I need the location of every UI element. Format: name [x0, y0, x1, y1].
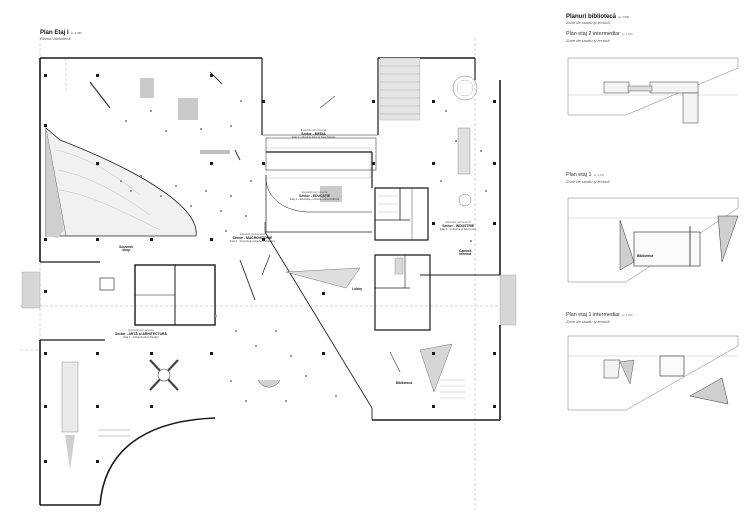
room-educatie-l2: Sector - EDUCAȚIE: [299, 193, 331, 198]
side-plan-3-scale: sc. 1:500: [621, 314, 633, 317]
room-industrie-l2: Sector - INDUSTRIE: [442, 223, 475, 228]
plan-title-text: Plan Etaj I: [40, 30, 69, 36]
room-industrie-l3: Etaj 1 - Industrie și Economie: [440, 227, 477, 231]
room-macro-l2: Sector - MACROISTORIE: [232, 235, 273, 240]
side-plan-3-subtitle: Zone de studiu și lectură: [566, 319, 610, 324]
room-macroistorie: Expoziție permanentă Sector - MACROISTOR…: [230, 233, 275, 243]
label-souvenir-l1: Souvenir: [119, 245, 134, 249]
room-media-l1: Expoziție permanentă: [300, 129, 326, 132]
side-plan-2-scale: sc. 1:500: [593, 174, 605, 177]
label-camera-l2: tehnică: [459, 252, 472, 257]
label-souvenir: Souvenir shop: [119, 245, 134, 253]
room-industrie: Expoziție permanentă Sector - INDUSTRIE …: [440, 221, 477, 231]
label-biblioteca: Bibliotecă: [396, 381, 413, 385]
plan-scale: sc. 1:200: [70, 32, 82, 35]
room-arta-l1: Expoziție permanentă: [128, 329, 154, 332]
seating: [120, 100, 487, 402]
room-arta-l3: Etaj 1 - Arhitectură și Design: [123, 335, 159, 339]
room-media-l2: Sector - MEDIA: [301, 131, 326, 136]
auditorium: [45, 127, 197, 238]
room-macro-l1: Expoziție permanentă: [239, 233, 265, 236]
side-panel-title-text: Planuri bibliotecă: [566, 14, 617, 20]
room-educatie-l3: Etaj 1 - Educație și istorie universităț…: [290, 197, 340, 201]
side-plan-1-scale: sc. 1:500: [621, 33, 633, 36]
room-arta-l2: Sector - ARTĂ și ARHITECTURĂ: [115, 331, 167, 336]
room-media-l3: Etaj 1 - Muzică, Film și New Media: [292, 135, 335, 139]
columns: [44, 74, 496, 463]
stairs: [378, 65, 465, 399]
side-plans: [567, 57, 739, 411]
room-macro-l3: Etaj 1 - Povestea orașului Timișoara: [230, 239, 275, 243]
outer-walls: [39, 57, 501, 506]
side-plan-3-title-text: Plan etaj 1 intermediar: [566, 312, 620, 318]
exhibits: [61, 71, 478, 470]
atrium-lines: [264, 222, 373, 420]
ramps: [285, 267, 453, 393]
side-plan-2-subtitle: Zone de studiu și lectură: [566, 179, 610, 184]
side-plan-1-subtitle: Zone de studiu și lectură: [566, 38, 610, 43]
label-camera-tehnica: Cameră tehnică: [459, 249, 472, 257]
side-panel-subtitle: Zone de studiu și lectură: [566, 20, 610, 25]
room-educatie-l1: Expoziție permanentă: [302, 191, 328, 194]
label-lobby: Lobby: [352, 287, 363, 291]
hatch-zones: [21, 57, 517, 326]
side-plan-1-title-text: Plan etaj 2 intermediar: [566, 31, 620, 37]
side-plan-2-title-text: Plan etaj 1: [566, 172, 592, 178]
room-arta: Expoziție permanentă Sector - ARTĂ și AR…: [115, 329, 167, 339]
room-media: Expoziție permanentă Sector - MEDIA Etaj…: [292, 129, 335, 139]
plan-subtitle: Planuri bibliotecă: [40, 36, 71, 41]
room-educatie: Expoziție permanentă Sector - EDUCAȚIE E…: [290, 191, 340, 201]
label-camera-l1: Cameră: [459, 249, 472, 253]
interior-rooms: [99, 137, 431, 331]
room-industrie-l1: Expoziție permanentă: [445, 221, 471, 224]
label-souvenir-l2: shop: [122, 248, 131, 253]
axis-lines: [20, 38, 515, 510]
side-plan-2-room-label: Bibliotecă: [637, 254, 654, 258]
side-panel-scale: sc. 1:500: [618, 16, 629, 19]
